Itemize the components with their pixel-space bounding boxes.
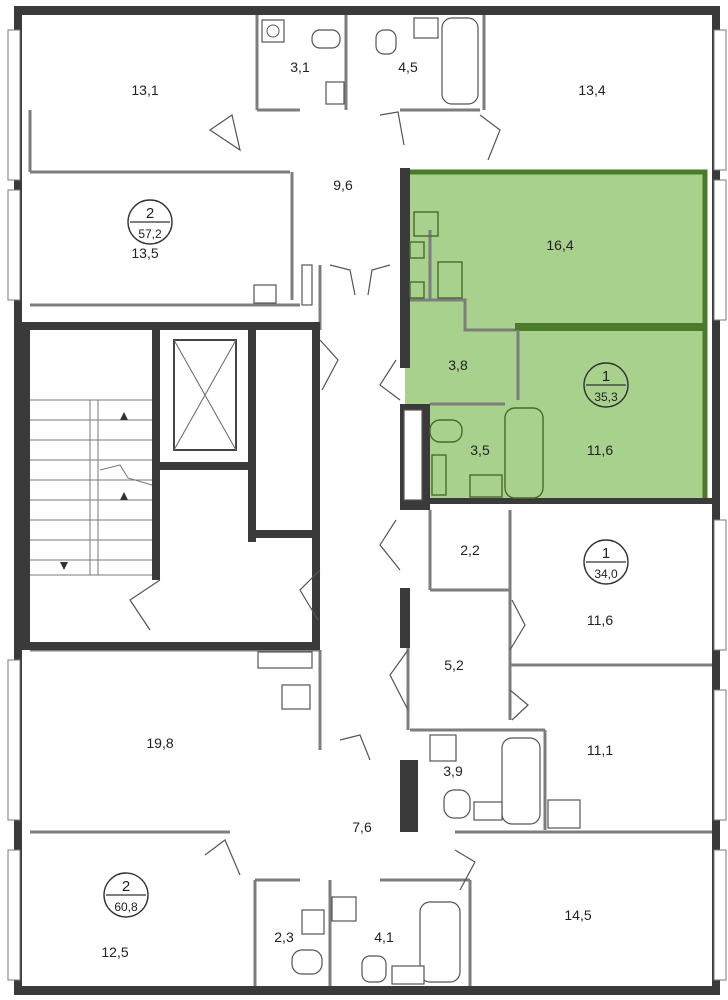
- room-area-label: 4,1: [374, 929, 394, 945]
- fixtures: [253, 17, 581, 985]
- outlet-icon: [409, 241, 425, 259]
- apartment-total-area: 57,2: [138, 227, 162, 241]
- windows: [7, 29, 727, 981]
- room-area-label: 19,8: [146, 735, 173, 751]
- core-walls: [22, 322, 320, 650]
- room-area-label: 13,1: [131, 82, 158, 98]
- highlighted-apartment-fill: [405, 172, 705, 502]
- toilet-icon: [311, 29, 341, 49]
- apartment-badge[interactable]: 2 60,8: [103, 872, 149, 918]
- apartment-total-area: 60,8: [114, 900, 138, 914]
- room-area-label: 4,5: [398, 59, 418, 75]
- room-area-label: 5,2: [444, 657, 464, 673]
- room-area-label: 2,2: [460, 542, 480, 558]
- apartment-badge[interactable]: 2 57,2: [127, 199, 173, 245]
- shelf-icon: [431, 454, 447, 496]
- highlighted-apartment-walls: [400, 168, 712, 832]
- room-area-label: 14,5: [564, 907, 591, 923]
- room-area-label: 12,5: [101, 944, 128, 960]
- outer-walls: [14, 6, 720, 995]
- room-area-label: 13,4: [578, 82, 605, 98]
- sink-icon: [375, 29, 397, 55]
- washing-machine-icon: [261, 19, 285, 43]
- room-area-label: 3,9: [443, 763, 463, 779]
- room-area-label: 3,1: [290, 59, 310, 75]
- room-area-label: 16,4: [546, 237, 573, 253]
- apartment-total-area: 35,3: [594, 390, 618, 404]
- room-area-label: 2,3: [274, 929, 294, 945]
- doors: [129, 111, 529, 891]
- apartment-room-count: 2: [146, 205, 154, 222]
- room-area-label: 11,1: [587, 742, 613, 758]
- elevator-shaft: [173, 339, 237, 451]
- washing-machine-icon: [331, 896, 357, 922]
- room-area-label: 11,6: [587, 442, 613, 458]
- toilet-icon: [443, 789, 471, 819]
- apartment-total-area: 34,0: [594, 567, 618, 581]
- sink-icon: [547, 799, 581, 829]
- sink-icon: [361, 955, 387, 983]
- room-area-label: 7,6: [352, 819, 372, 835]
- shelf-icon: [403, 409, 423, 501]
- sink-icon: [253, 284, 277, 304]
- outlet-icon: [409, 281, 425, 299]
- sink-icon: [301, 909, 325, 935]
- room-area-label: 9,6: [333, 177, 353, 193]
- highlighted-apartment[interactable]: [405, 172, 705, 502]
- toilet-icon: [291, 949, 323, 975]
- apartment-badge[interactable]: 1 35,3: [583, 362, 629, 408]
- stair-up-arrow-icon: [120, 412, 128, 420]
- sink-icon: [325, 81, 345, 105]
- bathtub-icon: [441, 17, 479, 105]
- apartment-room-count: 1: [602, 368, 610, 385]
- apartment-badge[interactable]: 1 34,0: [583, 539, 629, 585]
- bathtub-icon: [419, 901, 461, 983]
- toilet-icon: [429, 419, 463, 443]
- room-area-label: 3,8: [448, 357, 468, 373]
- sink-icon: [473, 801, 503, 821]
- room-labels: 13,1 3,1 4,5 13,4 9,6 13,5 16,4 3,8 3,5 …: [101, 59, 613, 960]
- room-area-label: 13,5: [131, 245, 158, 261]
- sink-icon: [413, 17, 439, 39]
- stair-up-arrow-icon: [120, 492, 128, 500]
- washing-machine-icon: [413, 211, 439, 237]
- bathtub-icon: [504, 407, 544, 499]
- sink-icon: [281, 684, 311, 710]
- washing-machine-icon: [429, 734, 457, 762]
- apartment-room-count: 2: [122, 878, 130, 895]
- room-area-label: 11,6: [587, 612, 613, 628]
- shelf-icon: [257, 651, 313, 669]
- room-area-label: 3,5: [470, 442, 490, 458]
- apartment-room-count: 1: [602, 545, 610, 562]
- shelf-icon: [301, 264, 313, 306]
- bathtub-icon: [501, 737, 541, 825]
- stair-down-arrow-icon: [60, 562, 68, 570]
- staircase: [30, 399, 153, 576]
- sink-icon: [437, 261, 463, 299]
- sink-icon: [469, 474, 503, 498]
- sink-icon: [391, 965, 425, 985]
